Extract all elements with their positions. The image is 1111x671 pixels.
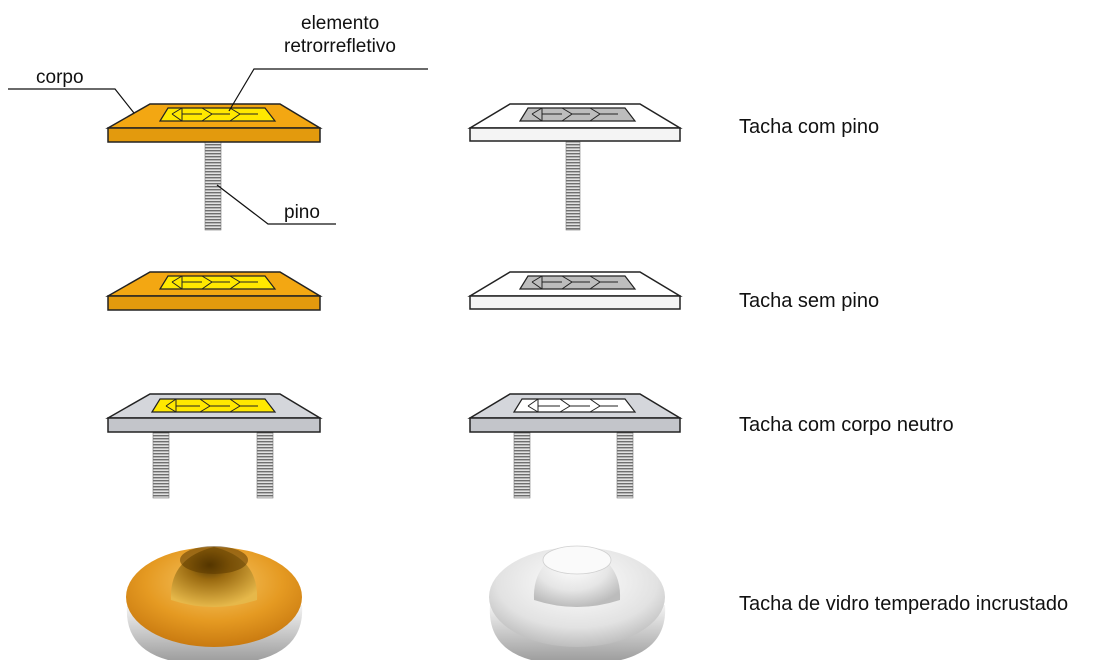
- stud-body-side: [107, 295, 321, 311]
- row-tempered-glass-stud: Tacha de vidro temperado incrustado: [126, 545, 1068, 660]
- pin-right: [616, 431, 634, 499]
- row-label: Tacha com corpo neutro: [739, 414, 954, 436]
- stud-body-side: [107, 417, 321, 433]
- row-stud-with-pin: Tacha com pino: [105, 103, 879, 231]
- row-stud-without-pin: Tacha sem pino: [105, 271, 879, 312]
- row-label: Tacha com pino: [739, 116, 879, 138]
- amber-stud-without-pin: [105, 271, 323, 311]
- stud-body-side: [469, 417, 681, 433]
- amber-stud-with-pin: [105, 103, 323, 231]
- white-glass-stud: [489, 545, 666, 660]
- callout-pin: pino: [284, 202, 320, 223]
- stud-body-side: [107, 127, 321, 143]
- callout-body: corpo: [36, 67, 84, 88]
- stud-body-side: [469, 127, 681, 142]
- leader-line-pin: [216, 184, 336, 225]
- leader-line-element: [228, 68, 428, 112]
- callout-element-line1: elemento: [301, 13, 379, 34]
- row-label: Tacha de vidro temperado incrustado: [739, 593, 1068, 615]
- amber-glass-stud: [126, 546, 303, 660]
- pin-left: [513, 431, 531, 499]
- neutral-stud-white-element: [467, 393, 683, 499]
- row-stud-neutral-body: Tacha com corpo neutro: [105, 393, 954, 499]
- callout-element-line2: retrorrefletivo: [284, 36, 396, 57]
- pin-left: [152, 431, 170, 499]
- leader-line-body: [8, 88, 135, 114]
- row-label: Tacha sem pino: [739, 290, 879, 312]
- pin: [565, 141, 581, 231]
- white-stud-with-pin: [467, 103, 683, 231]
- callouts: corpo elemento retrorrefletivo pino: [8, 13, 428, 225]
- white-stud-without-pin: [467, 271, 683, 310]
- stud-body-side: [469, 295, 681, 310]
- pin-right: [256, 431, 274, 499]
- neutral-stud-yellow-element: [105, 393, 323, 499]
